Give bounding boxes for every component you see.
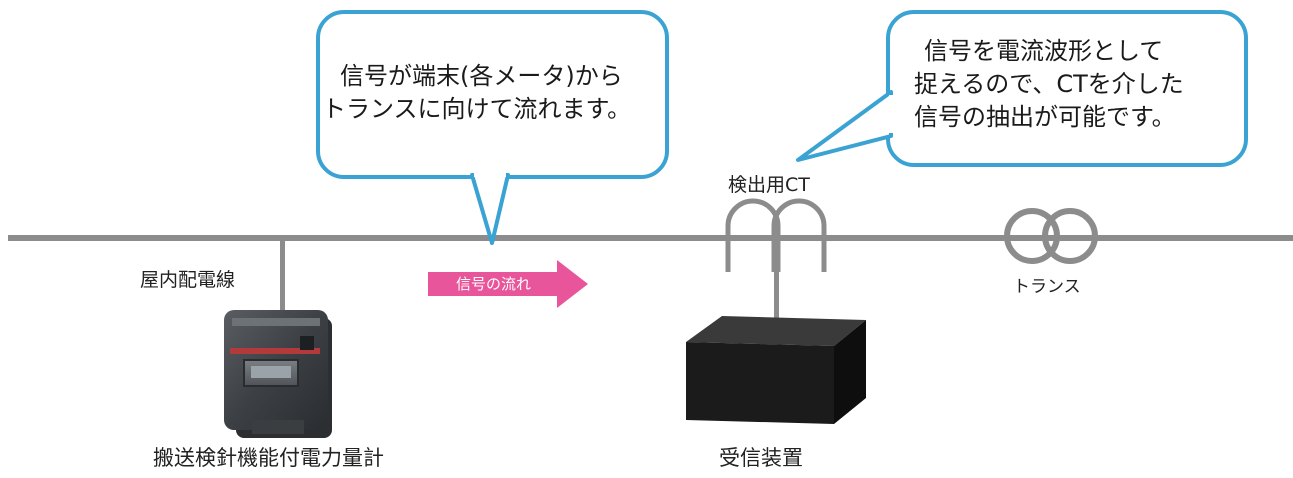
- bubble-left-line2: トランスに向けて流れます。: [322, 95, 632, 123]
- receiver-box: [686, 316, 866, 424]
- bubble-right-line3: 信号の抽出が可能です。: [914, 103, 1176, 131]
- label-signal-flow: 信号の流れ: [456, 275, 532, 293]
- label-meter: 搬送検針機能付電力量計: [153, 446, 384, 470]
- speech-bubble-right: [796, 10, 1248, 167]
- bubble-left-line1: 信号が端末(各メータ)から: [340, 62, 623, 90]
- label-transformer: トランス: [1013, 277, 1081, 297]
- ct-receiver-line: [774, 226, 779, 332]
- bubble-right-line2: 捉えるので、CTを介した: [914, 70, 1184, 98]
- meter-icon: [224, 310, 332, 438]
- power-line: [8, 235, 1293, 241]
- speech-bubble-left: [316, 10, 669, 245]
- label-receiver: 受信装置: [719, 446, 803, 470]
- label-detection-ct: 検出用CT: [728, 174, 810, 196]
- meter-branch-line: [280, 238, 285, 328]
- transformer-icon: [1004, 208, 1098, 264]
- ct-coil-icon: [725, 198, 827, 272]
- bubble-right-line1: 信号を電流波形として: [924, 37, 1164, 65]
- signal-flow-arrow: [428, 260, 588, 308]
- label-indoor-wiring: 屋内配電線: [140, 269, 236, 291]
